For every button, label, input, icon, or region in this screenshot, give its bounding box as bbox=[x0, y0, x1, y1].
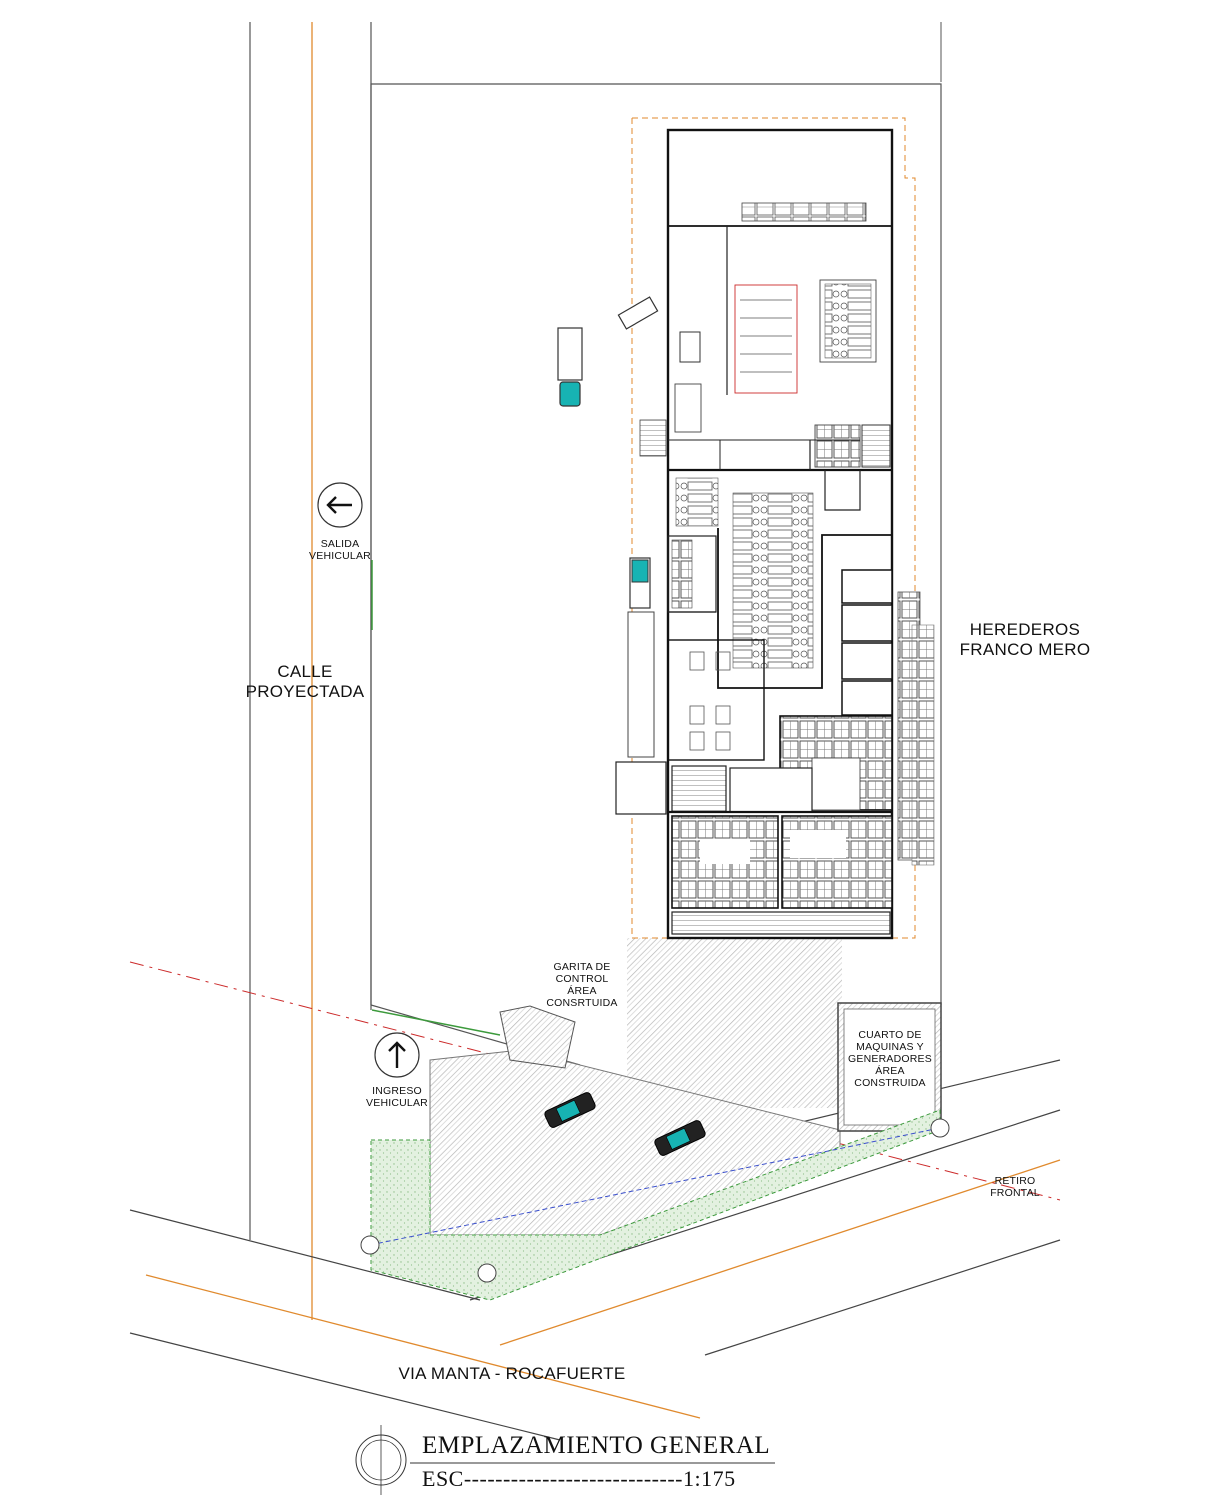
retiro-frontal-label: RETIRO FRONTAL bbox=[990, 1175, 1040, 1200]
arrow-up-icon bbox=[388, 1041, 406, 1068]
herederos-franco-mero-label: HEREDEROS FRANCO MERO bbox=[959, 620, 1091, 659]
calle-proyectada-label: CALLE PROYECTADA bbox=[245, 662, 365, 701]
paved-areas bbox=[429, 938, 942, 1236]
cuarto-de-maquinas-label: CUARTO DE MAQUINAS Y GENERADORES ÁREA CO… bbox=[848, 1029, 932, 1090]
north-circle-icon bbox=[355, 1425, 407, 1495]
green-area bbox=[360, 560, 950, 1301]
salida-vehicular-label: SALIDA VEHICULAR bbox=[309, 538, 371, 563]
garita-de-control-label: GARITA DE CONTROL ÁREA CONSRTUIDA bbox=[546, 961, 618, 1010]
ingreso-vehicular-label: INGRESO VEHICULAR bbox=[366, 1085, 428, 1110]
building bbox=[615, 117, 935, 940]
via-manta-rocafuerte-label: VIA MANTA - ROCAFUERTE bbox=[398, 1364, 626, 1383]
vehicles bbox=[544, 296, 706, 1156]
arrow-left-icon bbox=[326, 496, 352, 514]
traffic-markers bbox=[317, 482, 420, 1078]
plan-scale: ESC----------------------------1:175 bbox=[422, 1466, 736, 1491]
plan-title: EMPLAZAMIENTO GENERAL bbox=[422, 1432, 771, 1459]
